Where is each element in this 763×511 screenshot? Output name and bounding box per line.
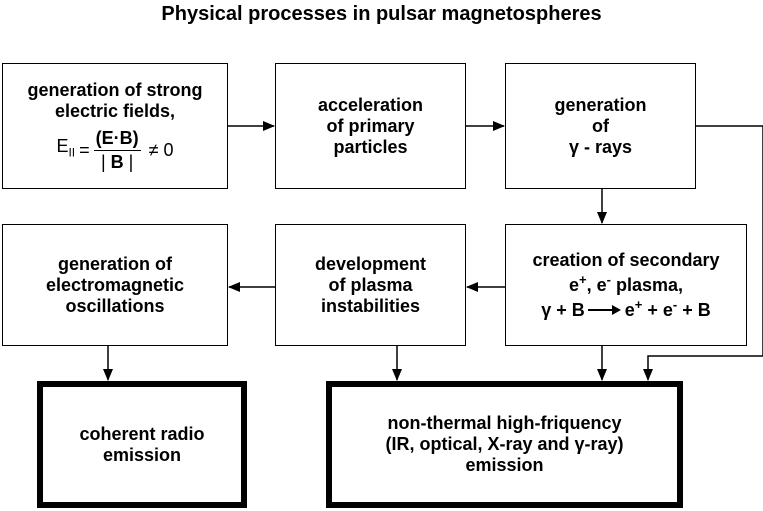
instabilities-line1: development — [314, 253, 427, 274]
gamma-rays-box: generation of γ - rays — [505, 63, 696, 189]
formula-equals: = — [79, 139, 90, 160]
diagram-title: Physical processes in pulsar magnetosphe… — [161, 3, 602, 25]
formula-denominator: | B | — [100, 151, 134, 172]
formula-fraction: (E·B) | B | — [93, 128, 141, 173]
gamma-rays-line3: γ - rays — [568, 136, 633, 157]
arrow-gamma-to-highfreq — [643, 125, 763, 381]
high-frequency-line1: non-thermal high-friquency — [387, 413, 622, 433]
radio-emission-box: coherent radio emission — [37, 381, 247, 508]
acceleration-line1: acceleration — [317, 94, 424, 115]
high-frequency-line3: emission — [465, 455, 544, 475]
em-oscillations-line1: generation of — [57, 253, 172, 274]
electric-fields-box: generation of strong electric fields, EI… — [2, 63, 228, 189]
instabilities-box: development of plasma instabilities — [275, 224, 466, 346]
reaction-products: e+ + e- + B — [624, 296, 711, 320]
high-frequency-line2: (IR, optical, X-ray and γ-ray) — [385, 434, 624, 454]
secondary-plasma-box: creation of secondary e+, e- plasma, γ +… — [505, 224, 747, 346]
acceleration-line2: of primary — [326, 115, 415, 136]
radio-emission-line1: coherent radio — [79, 423, 205, 444]
parallel-field-formula: EII = (E·B) | B | ≠ 0 — [56, 128, 173, 173]
electric-fields-line1: generation of strong — [27, 79, 203, 100]
instabilities-line3: instabilities — [320, 295, 421, 316]
em-oscillations-box: generation of electromagnetic oscillatio… — [2, 224, 228, 346]
acceleration-box: acceleration of primary particles — [275, 63, 466, 189]
pair-production-reaction: γ + B e+ + e- + B — [541, 298, 711, 323]
formula-numerator: (E·B) — [93, 128, 141, 151]
instabilities-line2: of plasma — [328, 274, 413, 295]
em-oscillations-line2: electromagnetic — [45, 274, 185, 295]
formula-rhs: ≠ 0 — [148, 139, 174, 160]
formula-lhs: EII — [56, 136, 76, 160]
electric-fields-line2: electric fields, — [54, 100, 176, 121]
reaction-arrow-icon — [587, 305, 621, 315]
secondary-plasma-line2: e+, e- plasma, — [568, 271, 684, 295]
radio-emission-line2: emission — [102, 444, 182, 465]
em-oscillations-line3: oscillations — [65, 295, 165, 316]
acceleration-line3: particles — [333, 136, 408, 157]
high-frequency-emission-box: non-thermal high-friquency (IR, optical,… — [326, 381, 683, 508]
gamma-rays-line1: generation — [554, 94, 647, 115]
gamma-rays-line2: of — [592, 115, 609, 136]
secondary-plasma-line1: creation of secondary — [532, 249, 720, 270]
reaction-reactants: γ + B — [541, 299, 585, 320]
